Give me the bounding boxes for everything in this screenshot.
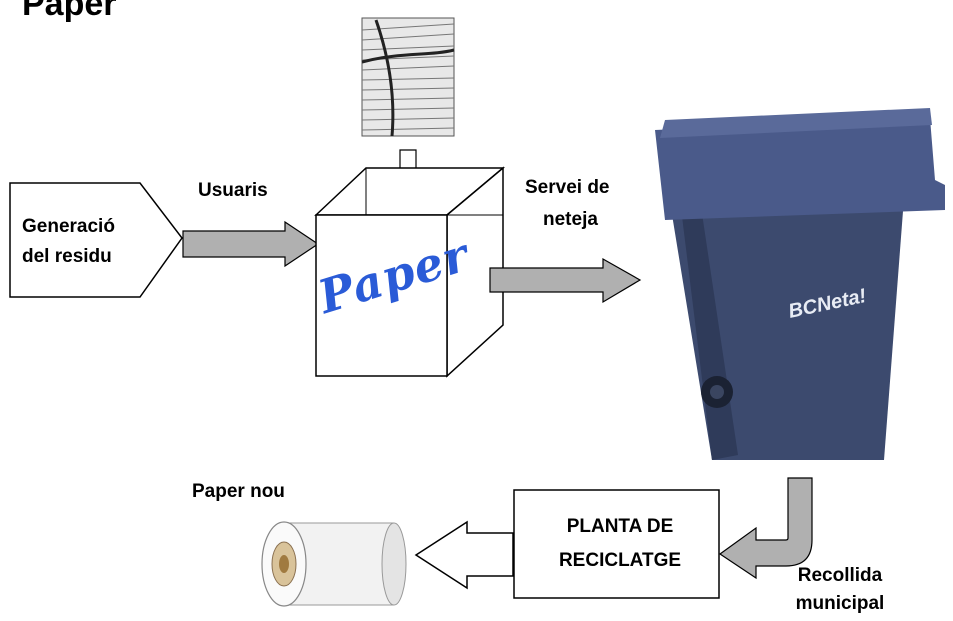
page-title: Paper (22, 0, 117, 23)
usuaris-label: Usuaris (198, 180, 268, 201)
generation-label: Generació del residu (22, 212, 152, 272)
generation-label-line1: Generació (22, 216, 115, 237)
plant-label: PLANTA DE RECICLATGE (525, 510, 715, 578)
recycling-plant-box (513, 489, 720, 599)
arrow-recollida (718, 477, 813, 580)
paper-nou-label: Paper nou (192, 481, 285, 502)
plant-label-line1: PLANTA DE (566, 516, 674, 537)
recollida-label-line2: municipal (795, 593, 885, 614)
servei-label-line2: neteja (543, 209, 598, 230)
waste-bin-icon: BCNeta! (655, 108, 945, 460)
generation-box (9, 182, 183, 298)
generation-label-line2: del residu (22, 246, 112, 267)
servei-label: Servei de neteja (525, 172, 610, 236)
arrow-servei (489, 257, 642, 304)
plant-label-line2: RECICLATGE (558, 550, 682, 571)
paper-roll-icon (261, 521, 407, 607)
recollida-label: Recollida municipal (770, 562, 910, 618)
arrow-usuaris (182, 220, 320, 268)
paper-box (314, 166, 506, 378)
paper-stack-icon (361, 17, 455, 137)
arrow-paper-nou (414, 520, 514, 590)
servei-label-line1: Servei de (525, 177, 610, 198)
recollida-label-line1: Recollida (797, 565, 883, 586)
